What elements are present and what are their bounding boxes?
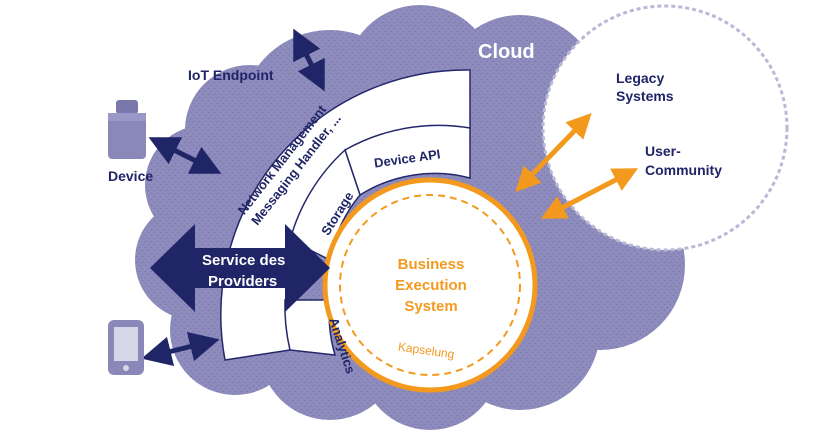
service-providers-label-line1: Service des [202, 252, 285, 269]
community-label-line1: User- [645, 143, 681, 159]
device-api-band [344, 124, 471, 197]
iot-endpoint-arrow [293, 28, 325, 92]
mobile-phone-icon [108, 320, 144, 375]
bes-label-line2: Execution [395, 277, 467, 294]
device-arrow [148, 137, 222, 174]
service-providers-label-line2: Providers [208, 273, 277, 290]
community-arrow [540, 168, 639, 219]
mobile-arrow [141, 331, 220, 367]
device-icon [108, 100, 146, 159]
service-providers-arrow [150, 224, 330, 312]
legacy-label-line2: Systems [616, 88, 674, 104]
legacy-label-line1: Legacy [616, 70, 664, 86]
legacy-arrow [515, 113, 592, 192]
bes-label-line1: Business [398, 256, 465, 273]
business-execution-system [322, 177, 538, 393]
device-label: Device [108, 168, 153, 184]
iot-endpoint-label: IoT Endpoint [188, 67, 274, 83]
bes-label-line3: System [404, 298, 457, 315]
community-label-line2: Community [645, 162, 722, 178]
cloud-label: Cloud [478, 41, 535, 63]
